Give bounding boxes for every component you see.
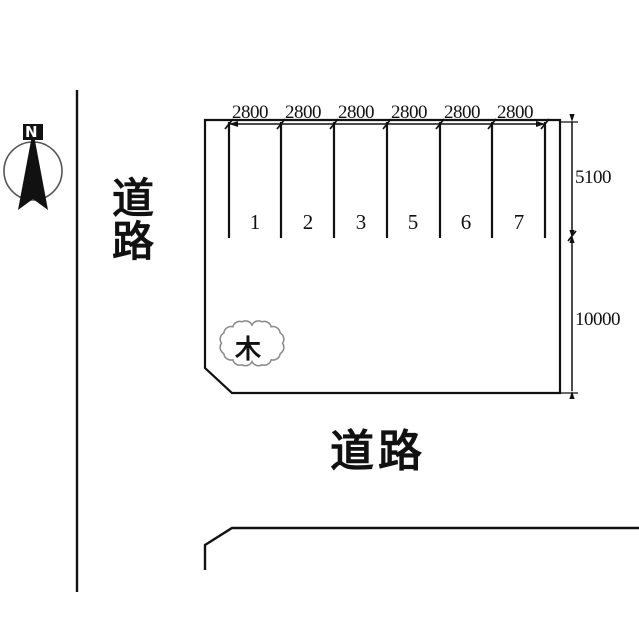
road-bottom-line	[203, 526, 639, 570]
stall-number: 5	[407, 210, 419, 234]
stall-number: 7	[513, 210, 525, 234]
height-dimension-lines	[560, 114, 578, 399]
width-dimension-label: 2800	[338, 102, 375, 123]
width-dimension-label: 2800	[497, 102, 534, 123]
parking-stall-dividers	[227, 122, 547, 238]
north-letter: N	[25, 123, 38, 141]
width-dimension-label: 2800	[444, 102, 481, 123]
property-boundary	[203, 118, 562, 395]
height-dimension-label: 5100	[575, 167, 612, 188]
road-label-left: 道路	[111, 174, 154, 266]
width-dimension-label: 2800	[232, 102, 269, 123]
height-dimension-label: 10000	[575, 309, 621, 330]
width-dimension-label: 2800	[391, 102, 428, 123]
width-dimension-label: 2800	[285, 102, 322, 123]
tree-label: 木	[235, 335, 262, 365]
tree-symbol-icon	[219, 320, 285, 367]
stall-number: 6	[460, 210, 472, 234]
stall-number: 1	[249, 210, 261, 234]
width-dimension-line	[224, 118, 550, 130]
stall-number: 3	[355, 210, 367, 234]
north-arrow-icon	[3, 124, 63, 210]
stall-number: 2	[302, 210, 314, 234]
road-label-bottom: 道路	[330, 426, 426, 477]
